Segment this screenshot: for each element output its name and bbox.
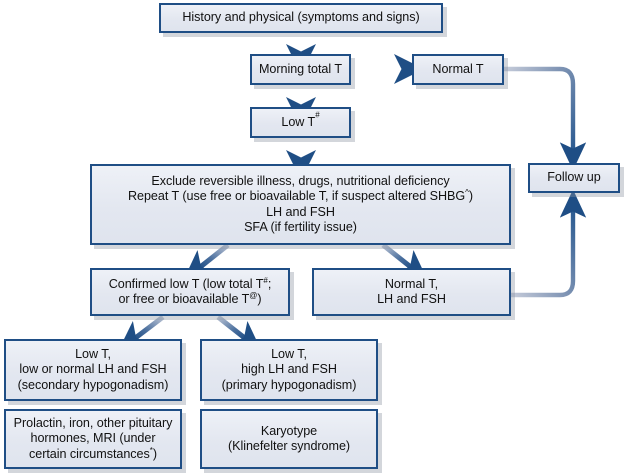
footnote-marker: #: [263, 275, 268, 285]
edge-exclude-to-confirmed-low-t: [183, 243, 230, 281]
footnote-marker: #: [315, 109, 320, 119]
follow-up-label: Follow up: [547, 170, 601, 185]
prolactin-line-1: Prolactin, iron, other pituitary: [13, 415, 173, 430]
morning-total-t-box[interactable]: Morning total T: [250, 54, 351, 85]
follow-up-box[interactable]: Follow up: [528, 163, 620, 193]
karyotype-line-2: (Klinefelter syndrome): [227, 439, 351, 453]
confirmed-low-t-line-1: Confirmed low T (low total T#;: [108, 275, 272, 291]
exclude-line-1: Exclude reversible illness, drugs, nutri…: [151, 173, 450, 188]
footnote-marker: @: [249, 290, 258, 300]
normal-t-lh-fsh-line-1: Normal T,: [384, 276, 439, 291]
low-t-box[interactable]: Low T#: [250, 107, 351, 138]
low-t-label: Low T: [281, 114, 316, 129]
exclude-line-2: Repeat T (use free or bioavailable T, if…: [127, 187, 474, 203]
karyotype-line-1: Karyotype: [260, 423, 318, 438]
low-t-superscript: #: [315, 110, 319, 123]
footnote-marker: ^: [465, 187, 469, 197]
confirmed-low-t-box[interactable]: Confirmed low T (low total T#; or free o…: [90, 268, 290, 316]
primary-line-2: high LH and FSH: [241, 362, 337, 377]
primary-line-3: (primary hypogonadism): [221, 377, 357, 392]
morning-total-t-label: Morning total T: [258, 61, 343, 76]
history-and-physical-box[interactable]: History and physical (symptoms and signs…: [159, 3, 443, 33]
primary-hypogonadism-box[interactable]: Low T, high LH and FSH (primary hypogona…: [200, 339, 378, 401]
prolactin-line-3: certain circumstances*): [29, 445, 157, 461]
prolactin-iron-pituitary-mri-box[interactable]: Prolactin, iron, other pituitary hormone…: [4, 409, 182, 469]
secondary-hypogonadism-box[interactable]: Low T, low or normal LH and FSH (seconda…: [4, 339, 182, 401]
karyotype-box[interactable]: Karyotype (Klinefelter syndrome): [200, 409, 378, 469]
footnote-marker: *: [149, 445, 153, 455]
edge-exclude-to-normal-t-lh-fsh: [381, 243, 428, 281]
secondary-line-3: (secondary hypogonadism): [17, 377, 169, 392]
exclude-reversible-illness-box[interactable]: Exclude reversible illness, drugs, nutri…: [90, 164, 511, 245]
normal-t-box[interactable]: Normal T: [412, 54, 504, 85]
secondary-line-1: Low T,: [75, 346, 111, 361]
confirmed-low-t-line-2: or free or bioavailable T@): [118, 290, 262, 306]
normal-t-lh-and-fsh-box[interactable]: Normal T, LH and FSH: [312, 268, 511, 316]
edge-normal-t-to-follow-up: [504, 66, 587, 171]
exclude-line-4: SFA (if fertility issue): [244, 220, 357, 234]
secondary-line-2: low or normal LH and FSH: [19, 362, 167, 377]
history-and-physical-label: History and physical (symptoms and signs…: [182, 10, 420, 25]
normal-t-lh-fsh-line-2: LH and FSH: [377, 292, 446, 306]
edge-confirmed-to-secondary: [118, 315, 165, 352]
exclude-line-3: LH and FSH: [266, 204, 335, 219]
edge-confirmed-to-primary: [216, 315, 262, 352]
edge-normal-t-lh-fsh-to-follow-up: [510, 189, 587, 298]
prolactin-line-2: hormones, MRI (under: [30, 431, 156, 446]
normal-t-label: Normal T: [432, 61, 484, 76]
primary-line-1: Low T,: [271, 346, 307, 361]
